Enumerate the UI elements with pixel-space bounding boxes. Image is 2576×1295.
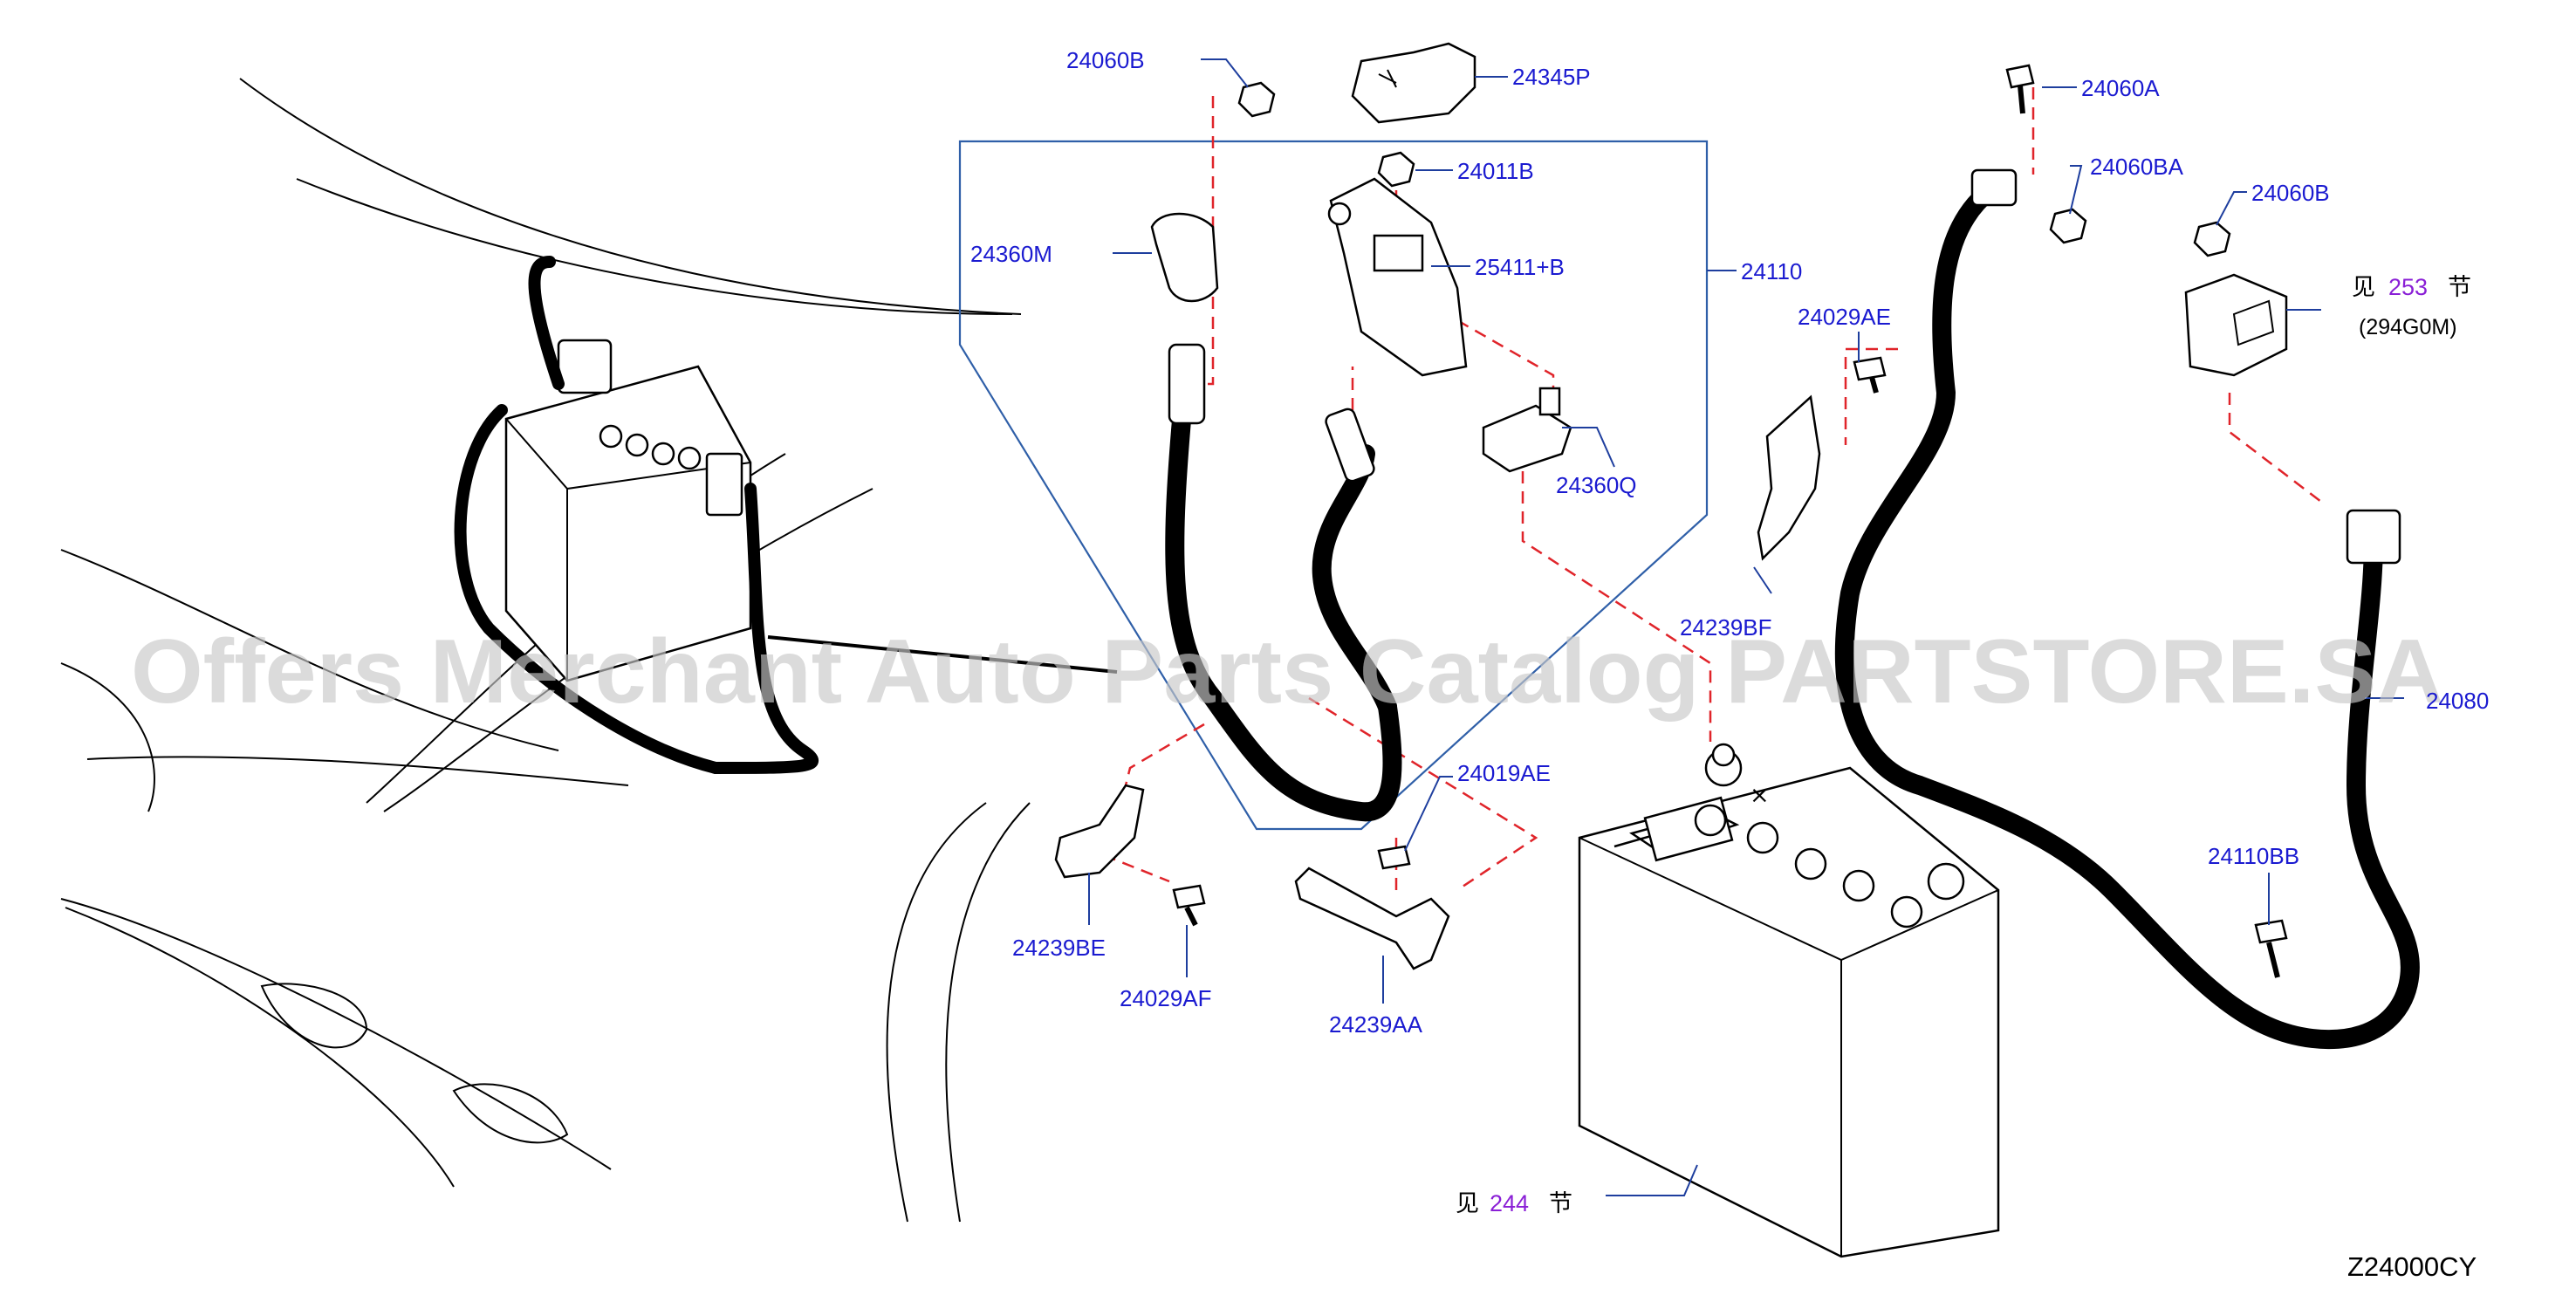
svg-text:见: 见 [2352, 274, 2375, 301]
label-24029AE[interactable]: 24029AE [1798, 304, 1891, 330]
svg-text:×: × [1750, 782, 1770, 809]
vehicle-battery-overview [454, 256, 1118, 774]
svg-text:见: 见 [1456, 1190, 1479, 1217]
label-24060B-top[interactable]: 24060B [1066, 47, 1145, 73]
see-section-right[interactable]: 见 253 节 [2352, 274, 2471, 301]
svg-text:节: 节 [1549, 1190, 1572, 1217]
components [1054, 42, 2288, 978]
group-outline-24110 [958, 140, 1709, 831]
main-battery: × [1578, 743, 2000, 1258]
label-24239BE[interactable]: 24239BE [1012, 935, 1106, 961]
svg-text:253: 253 [2388, 274, 2428, 300]
svg-text:节: 节 [2448, 274, 2471, 301]
label-24239BF[interactable]: 24239BF [1680, 614, 1772, 641]
label-24060BA[interactable]: 24060BA [2090, 154, 2184, 180]
label-24110[interactable]: 24110 [1741, 258, 1802, 284]
label-24060B-right[interactable]: 24060B [2251, 180, 2330, 206]
label-24029AF[interactable]: 24029AF [1120, 985, 1212, 1011]
label-24060A[interactable]: 24060A [2081, 75, 2160, 101]
label-24019AE[interactable]: 24019AE [1457, 760, 1551, 786]
leader-lines [1088, 58, 2404, 1196]
svg-text:244: 244 [1490, 1190, 1529, 1216]
label-24110BB[interactable]: 24110BB [2208, 843, 2299, 869]
diagram-code: Z24000CY [2347, 1251, 2477, 1282]
battery-cables [1165, 168, 2420, 1050]
part-labels: 24060B 24345P 24060A 24060BA 24060B 2401… [970, 47, 2489, 1038]
label-24239AA[interactable]: 24239AA [1329, 1011, 1423, 1038]
see-section-bottom[interactable]: 见 244 节 [1456, 1190, 1572, 1217]
label-25411B[interactable]: 25411+B [1475, 254, 1565, 280]
label-24080[interactable]: 24080 [2426, 688, 2489, 714]
watermark: Offers Merchant Auto Parts Catalog PARTS… [131, 621, 2443, 723]
label-24360M[interactable]: 24360M [970, 241, 1052, 267]
label-24011B[interactable]: 24011B [1457, 158, 1534, 184]
label-24360Q[interactable]: 24360Q [1556, 472, 1637, 498]
label-24345P[interactable]: 24345P [1512, 64, 1591, 90]
label-294G0M[interactable]: (294G0M) [2359, 315, 2457, 339]
